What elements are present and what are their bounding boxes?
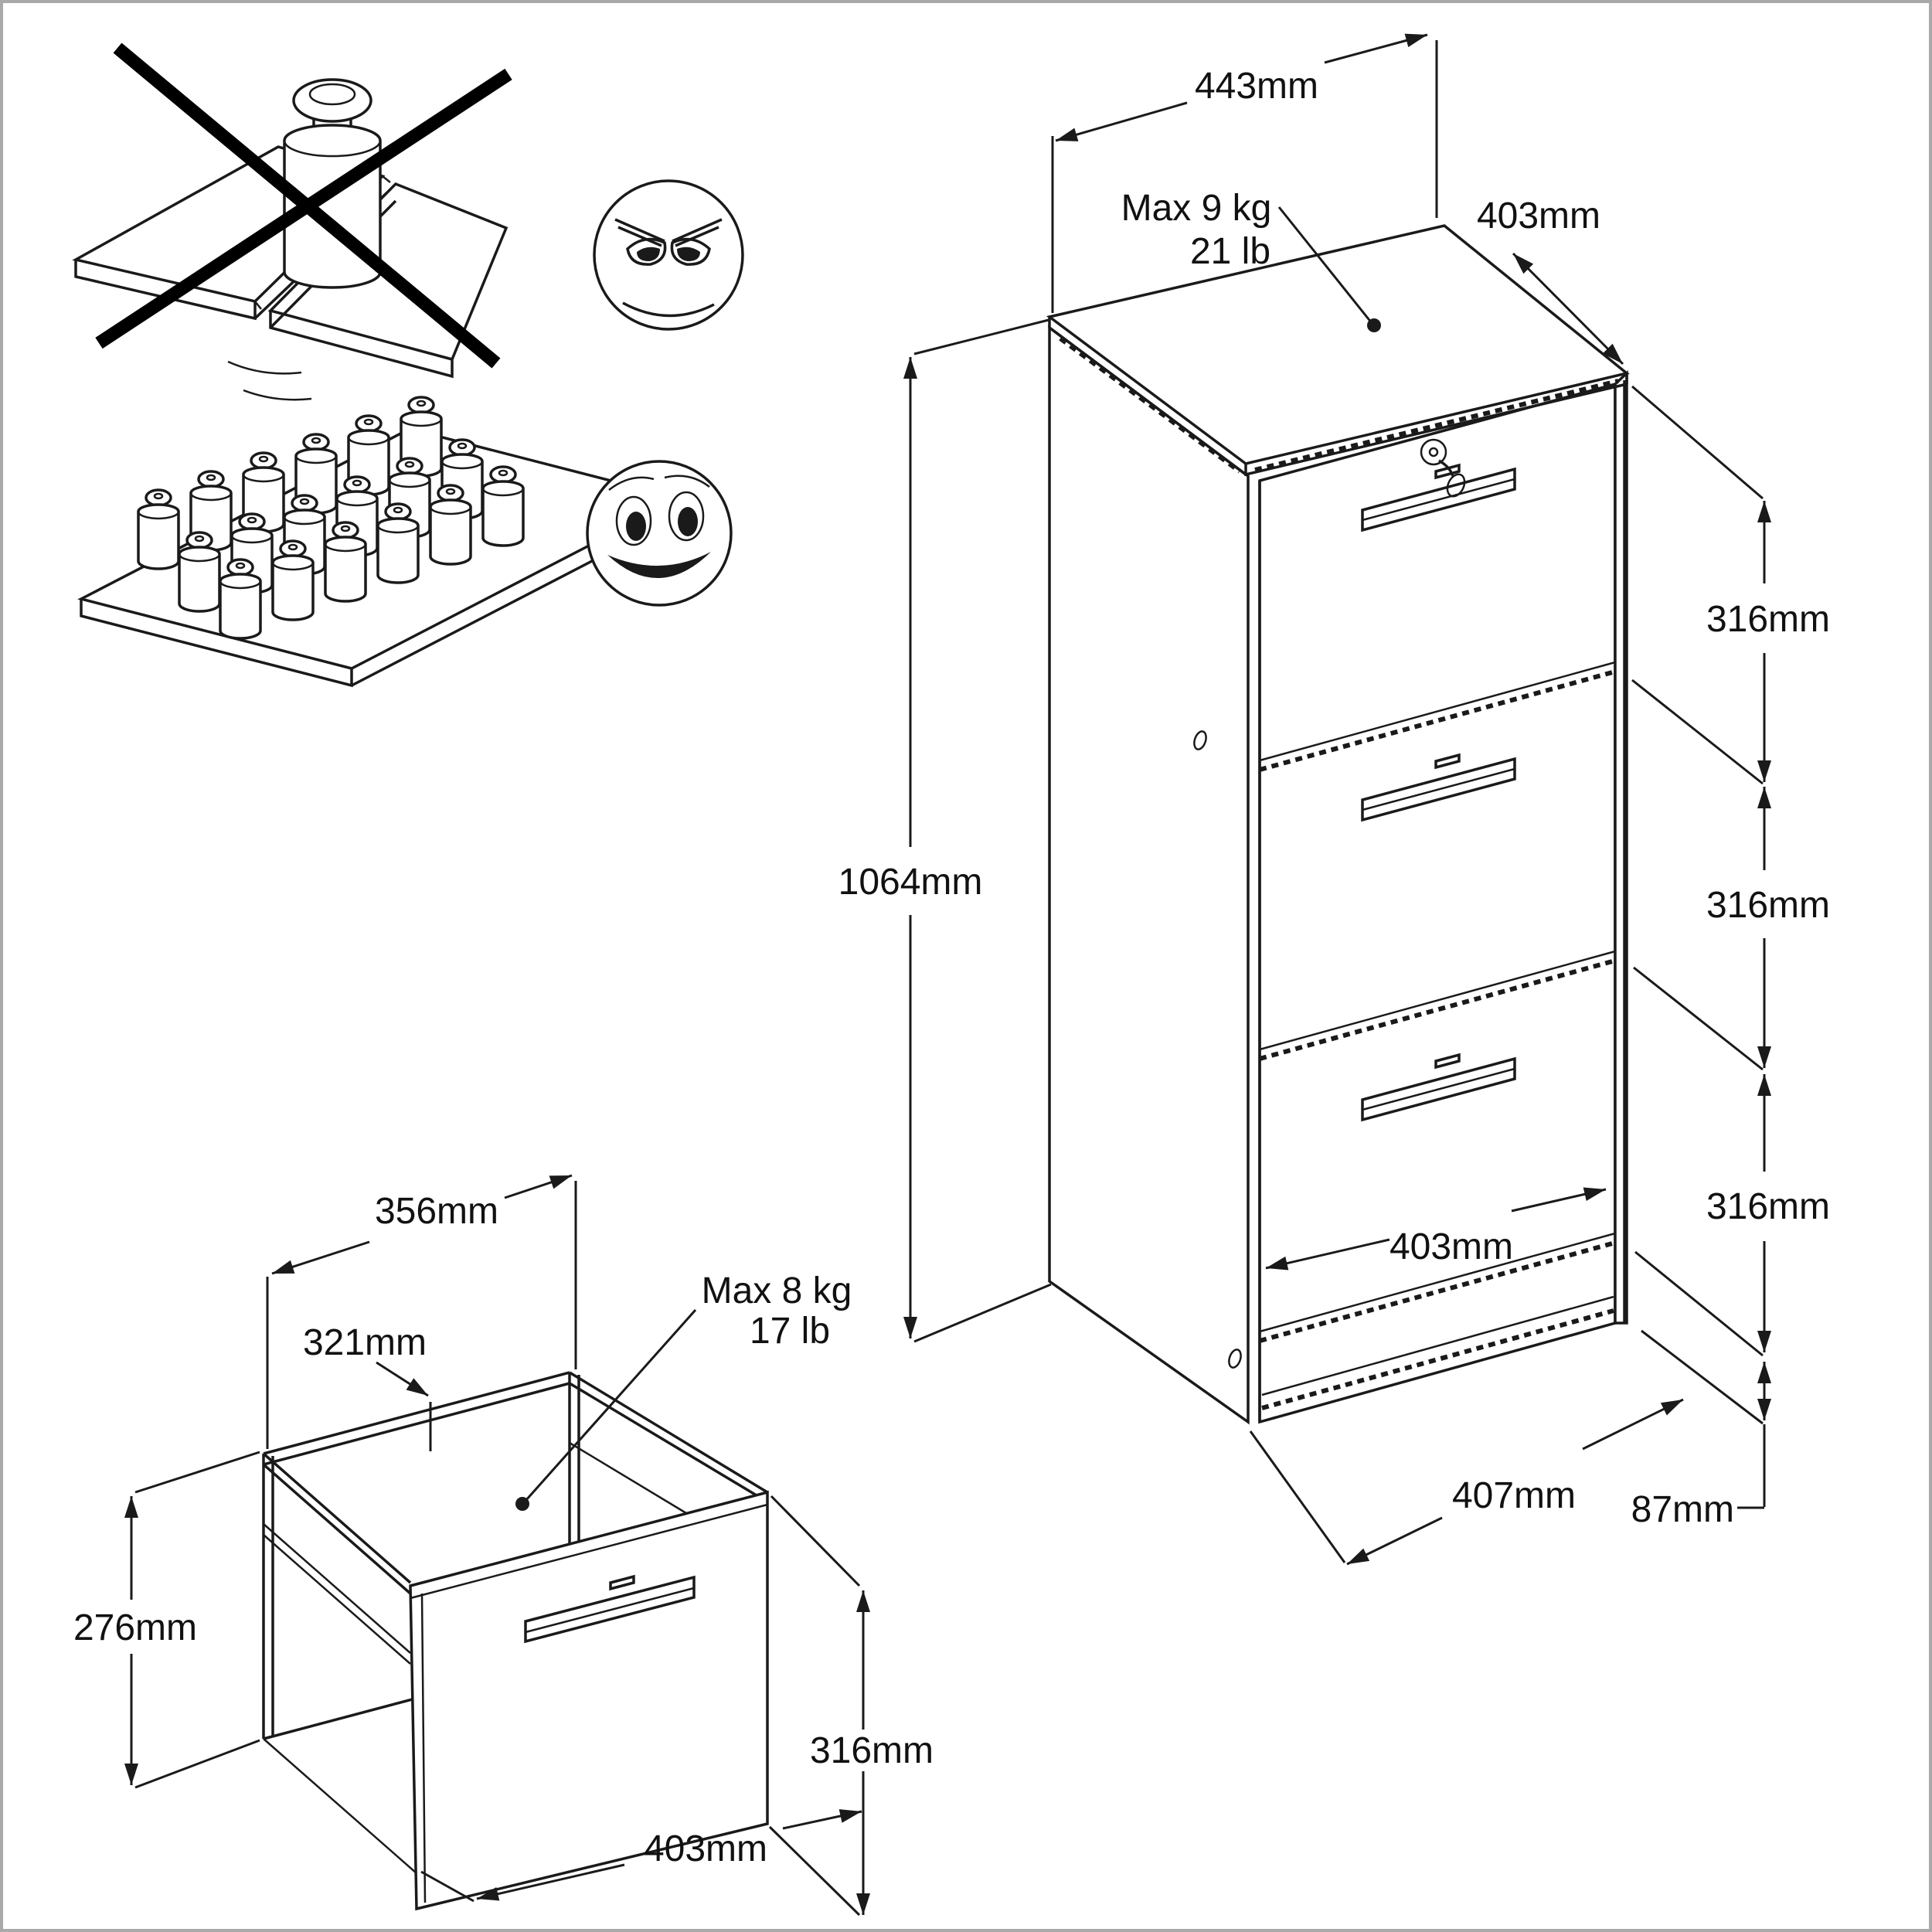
base-width-label: 407mm — [1452, 1475, 1576, 1516]
cabinet-isometric-view — [1046, 224, 1630, 1425]
dim-cabinet-height: 1064mm — [838, 318, 1052, 1343]
dim-drawer-inner-width: 403mm — [1265, 1187, 1607, 1270]
cabinet-dimensions: 443mm 403mm Max 9 kg 21 lb 1064mm 316mm — [838, 33, 1830, 1566]
dim-base-width: 407mm — [1249, 1398, 1684, 1566]
dim-drawer-inner-width: 321mm — [303, 1322, 432, 1451]
cabinet-max-load-kg: Max 9 kg — [1121, 188, 1272, 229]
big-x-cross-icon — [95, 43, 512, 369]
drawer-spacing-middle-label: 316mm — [1706, 885, 1830, 926]
drawer-handle — [524, 1574, 696, 1644]
drawer-spacing-top-label: 316mm — [1706, 599, 1830, 640]
drawer-spacing-bottom-label: 316mm — [1706, 1186, 1830, 1227]
cabinet-max-load-note: Max 9 kg 21 lb — [1121, 188, 1381, 332]
dim-drawer-back-height: 276mm — [73, 1451, 260, 1789]
dim-drawer-spacing-chain: 316mm 316mm 316mm 87mm — [1631, 385, 1830, 1530]
cabinet-max-load-lb: 21 lb — [1190, 231, 1270, 272]
cabinet-left-panel — [1048, 325, 1250, 1425]
dim-cabinet-width: 443mm — [1051, 33, 1438, 313]
drawer-side-rails — [262, 1371, 768, 1874]
side-cam-lock-lower — [1228, 1349, 1242, 1369]
side-cam-lock-upper — [1193, 730, 1207, 750]
drawer-front-width-label: 403mm — [644, 1828, 767, 1869]
smiley-face-icon — [586, 460, 733, 607]
drawer-back-height-label: 276mm — [73, 1607, 197, 1648]
dim-drawer-front-width: 403mm — [420, 1809, 862, 1903]
drawer-handle-middle — [1361, 753, 1516, 822]
cabinet-height-label: 1064mm — [838, 862, 983, 903]
plinth-height-label: 87mm — [1631, 1489, 1734, 1530]
drawer-max-load-lb: 17 lb — [750, 1311, 830, 1352]
cabinet-width-label: 443mm — [1195, 66, 1318, 107]
drawer-top-depth-label: 356mm — [375, 1191, 498, 1232]
drawer-gaps — [1259, 661, 1616, 1410]
wrong-loading-illustration — [72, 43, 744, 401]
drawer-front-height-label: 316mm — [810, 1730, 934, 1771]
dim-drawer-front-height: 316mm — [768, 1495, 934, 1917]
cabinet-depth-label: 403mm — [1477, 196, 1600, 236]
dim-drawer-top-depth: 356mm — [266, 1174, 577, 1449]
dim-cabinet-depth: 403mm — [1477, 196, 1624, 366]
drawer-max-load-note: Max 8 kg 17 lb — [515, 1270, 852, 1511]
drawer-isometric-view — [262, 1371, 769, 1911]
angry-face-icon — [593, 179, 744, 331]
lock-with-key-icon — [1420, 438, 1466, 498]
drawer-inner-width-label: 321mm — [303, 1322, 427, 1363]
drawer-max-load-kg: Max 8 kg — [702, 1270, 852, 1311]
drawer-dimensions: 356mm 321mm Max 8 kg 17 lb 276mm 316mm — [73, 1174, 934, 1917]
drawer-handle-bottom — [1361, 1053, 1516, 1122]
drawer-inner-width-label: 403mm — [1389, 1226, 1513, 1267]
top-board-hatched-edge — [1059, 336, 1619, 474]
right-loading-illustration — [77, 396, 733, 688]
